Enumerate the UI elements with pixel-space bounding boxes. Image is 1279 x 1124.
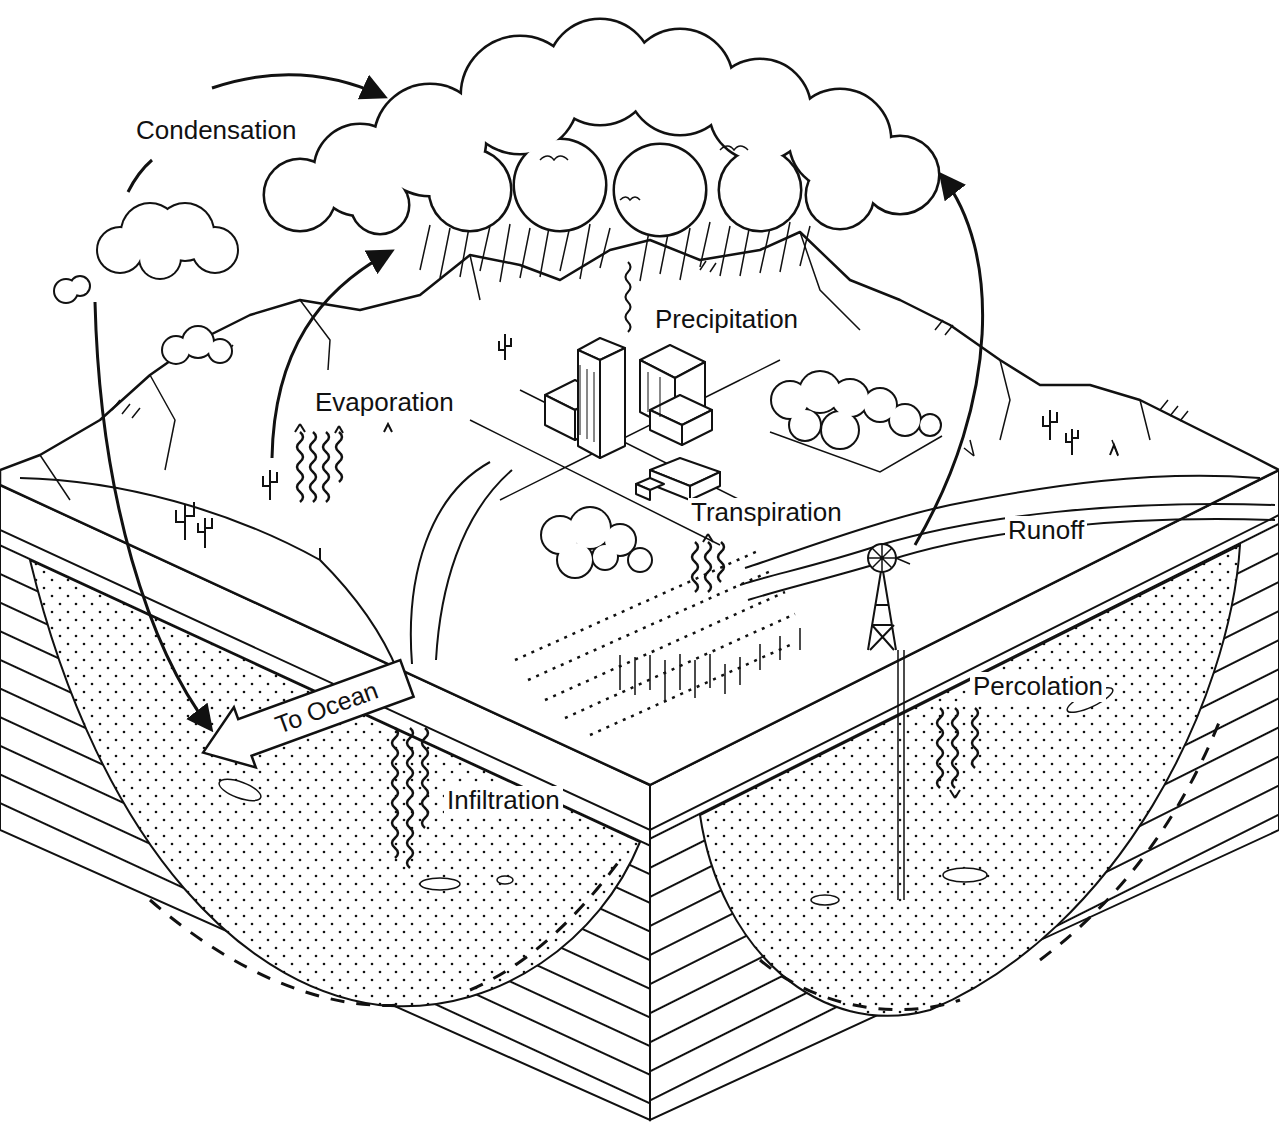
rain-stream (626, 262, 631, 332)
windmill-tower (868, 565, 896, 650)
process-label: Evaporation (312, 388, 457, 418)
cloud (55, 204, 237, 363)
process-label: Condensation (133, 116, 299, 146)
river (411, 462, 1275, 664)
process-label: Infiltration (444, 786, 563, 816)
cactus (176, 334, 1118, 560)
runoff-ticks (964, 440, 1118, 456)
building (682, 410, 712, 445)
water-lens (943, 868, 987, 882)
tower (578, 350, 600, 458)
building (650, 410, 682, 445)
tower (600, 348, 625, 458)
water-lens (811, 895, 839, 905)
transpiration-waves (692, 542, 724, 592)
cloud-outline (265, 20, 938, 235)
arrow-outline (192, 648, 418, 782)
building (545, 395, 575, 440)
cloud-detail (540, 146, 748, 200)
condensation-arrow (128, 160, 152, 192)
cloud-outline (55, 204, 237, 363)
windmill-blades (868, 544, 910, 572)
building (636, 484, 650, 500)
window-lines (580, 365, 660, 442)
well-pipe (898, 650, 904, 900)
tree-outline (542, 372, 940, 577)
evaporation-waves (297, 432, 342, 502)
return-arrow (95, 302, 210, 728)
trees (542, 372, 940, 577)
city-buildings (545, 338, 720, 500)
evaporation-arrow (272, 252, 390, 458)
field-edge (770, 432, 942, 472)
percolation-waves (937, 708, 978, 788)
water-lens (217, 775, 264, 805)
water-lens (497, 876, 513, 884)
transpiration-arrow (915, 176, 983, 545)
percolation-waves (950, 790, 960, 798)
process-label: Percolation (970, 672, 1106, 702)
land-surface (0, 232, 1279, 785)
transpiration-waves (703, 534, 713, 542)
crop-rows (515, 550, 795, 735)
evaporation-waves (295, 424, 343, 433)
infiltration-waves (392, 728, 428, 868)
crop-stalks (620, 628, 800, 700)
process-label: Transpiration (688, 498, 845, 528)
process-label: Runoff (1005, 516, 1087, 546)
water-lens (420, 878, 460, 890)
cloud (265, 20, 938, 235)
condensation-arrow (212, 75, 383, 96)
building (690, 472, 720, 500)
process-label: Precipitation (652, 305, 801, 335)
